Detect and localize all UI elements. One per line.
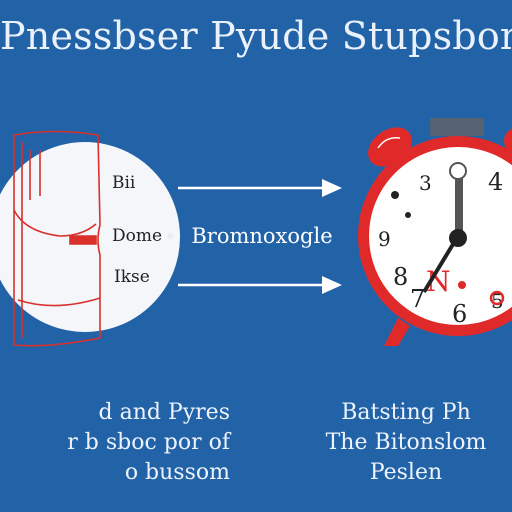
caption-line: The Bitonslom (325, 430, 487, 455)
caption-left: d and Pyres r b sboc por of o bussom (0, 398, 230, 488)
caption-right: Batsting Ph The Bitonslom Peslen (300, 398, 512, 488)
device-sketch-icon (13, 130, 101, 347)
page-title: Pnessbser Pyude Stupsbon (0, 14, 512, 58)
clock-number: 7 (410, 285, 425, 313)
middle-label: Bromnoxogle (191, 224, 332, 248)
caption-line: o bussom (124, 460, 230, 485)
left-label-1: Bii (112, 173, 136, 193)
alarm-clock-icon: 3 4 9 8 7 6 5 N (358, 118, 512, 346)
caption-line: Batsting Ph (341, 400, 471, 425)
caption-line: r b sboc por of (67, 430, 230, 455)
caption-line: d and Pyres (98, 400, 231, 425)
left-label-2: Dome (112, 226, 162, 246)
clock-number: 9 (378, 227, 391, 251)
clock-number: 5 (491, 289, 504, 313)
clock-number: 3 (419, 171, 432, 195)
clock-number: 4 (488, 168, 503, 196)
left-label-3: Ikse (114, 267, 150, 287)
caption-line: Peslen (369, 460, 443, 485)
arrows (178, 179, 342, 294)
left-panel: Bii Dome Ikse (0, 130, 180, 347)
clock-number: 8 (393, 263, 408, 291)
clock-number: 6 (452, 300, 467, 328)
